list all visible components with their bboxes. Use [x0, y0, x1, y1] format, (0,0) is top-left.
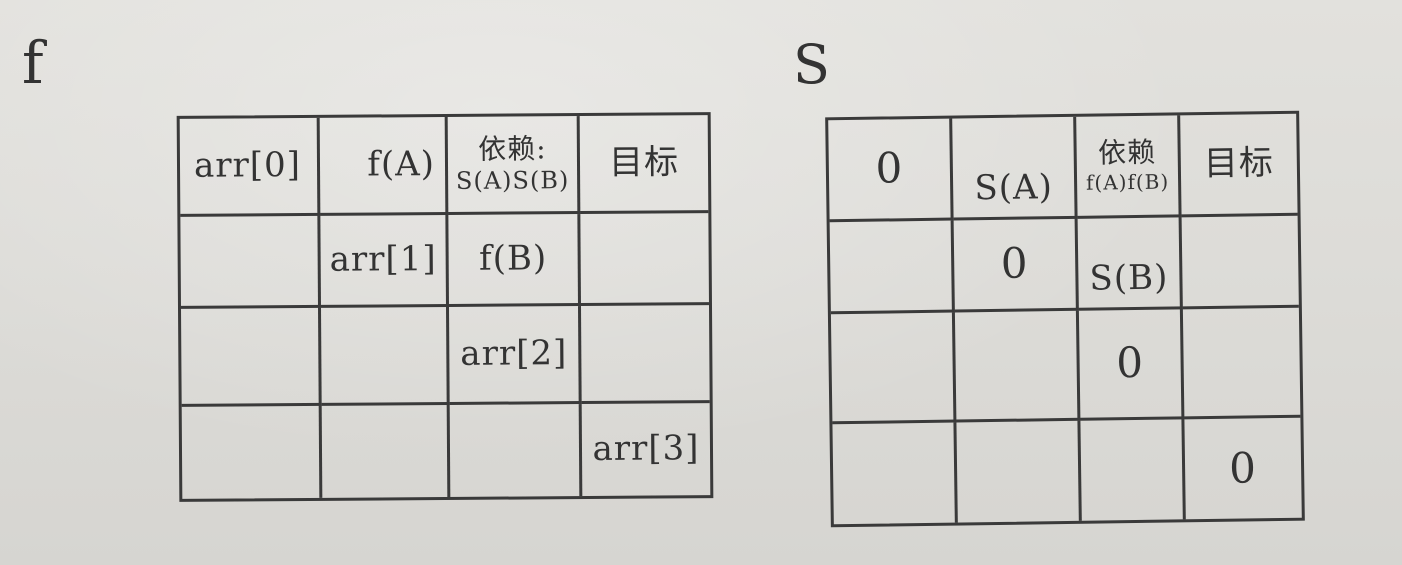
s-cell-3-2 [1080, 419, 1186, 521]
f-cell-2-2: arr[2] [448, 306, 582, 405]
f-cell-3-1 [321, 404, 451, 498]
s-label: S [793, 33, 830, 96]
f-cell-1-0 [180, 215, 322, 309]
f-dependency-label: 依赖: [478, 132, 547, 166]
s-cell-1-0 [829, 220, 955, 315]
f-cell-0-0: arr[0] [179, 117, 321, 217]
s-cell-2-2: 0 [1078, 309, 1185, 421]
f-cell-1-1: arr[1] [320, 214, 449, 308]
s-cell-3-3: 0 [1228, 443, 1258, 493]
s-table: 0 S(A) 依赖 f(A)f(B) 目标 0 S(B) 0 0 [825, 110, 1305, 528]
s-cell-3-0 [832, 422, 958, 525]
f-cell-2-0 [181, 307, 322, 407]
f-cell-3-0 [181, 405, 323, 499]
s-cell-2-0 [830, 312, 957, 425]
f-cell-3-3: arr[3] [592, 428, 700, 470]
f-cell-1-3 [580, 213, 709, 307]
f-cell-1-2: f(B) [448, 214, 581, 307]
f-cell-0-1: f(A) [319, 116, 449, 216]
s-cell-0-1: S(A) [952, 116, 1078, 221]
s-cell-1-3 [1181, 215, 1299, 310]
s-cell-1-1: 0 [953, 218, 1079, 313]
s-cell-0-2: 依赖 f(A)f(B) [1076, 115, 1182, 219]
f-table: arr[0] f(A) 依赖: S(A)S(B) 目标 arr[1] f(B) … [176, 112, 714, 502]
f-cell-2-3 [580, 305, 710, 405]
f-cell-2-1 [321, 306, 450, 406]
f-cell-0-3: 目标 [579, 115, 709, 215]
s-dependency-values: f(A)f(B) [1085, 169, 1170, 195]
f-label: f [22, 29, 44, 97]
s-cell-1-2: S(B) [1077, 217, 1183, 311]
s-cell-2-1 [954, 310, 1081, 423]
f-cell-0-2: 依赖: S(A)S(B) [447, 116, 581, 215]
f-dependency-values: S(A)S(B) [455, 165, 570, 195]
s-cell-0-0: 0 [828, 118, 954, 223]
f-cell-3-2 [449, 404, 583, 497]
s-dependency-label: 依赖 [1097, 136, 1157, 170]
s-cell-0-3: 目标 [1180, 113, 1298, 218]
s-cell-3-1 [956, 420, 1082, 523]
s-cell-2-3 [1182, 307, 1301, 420]
